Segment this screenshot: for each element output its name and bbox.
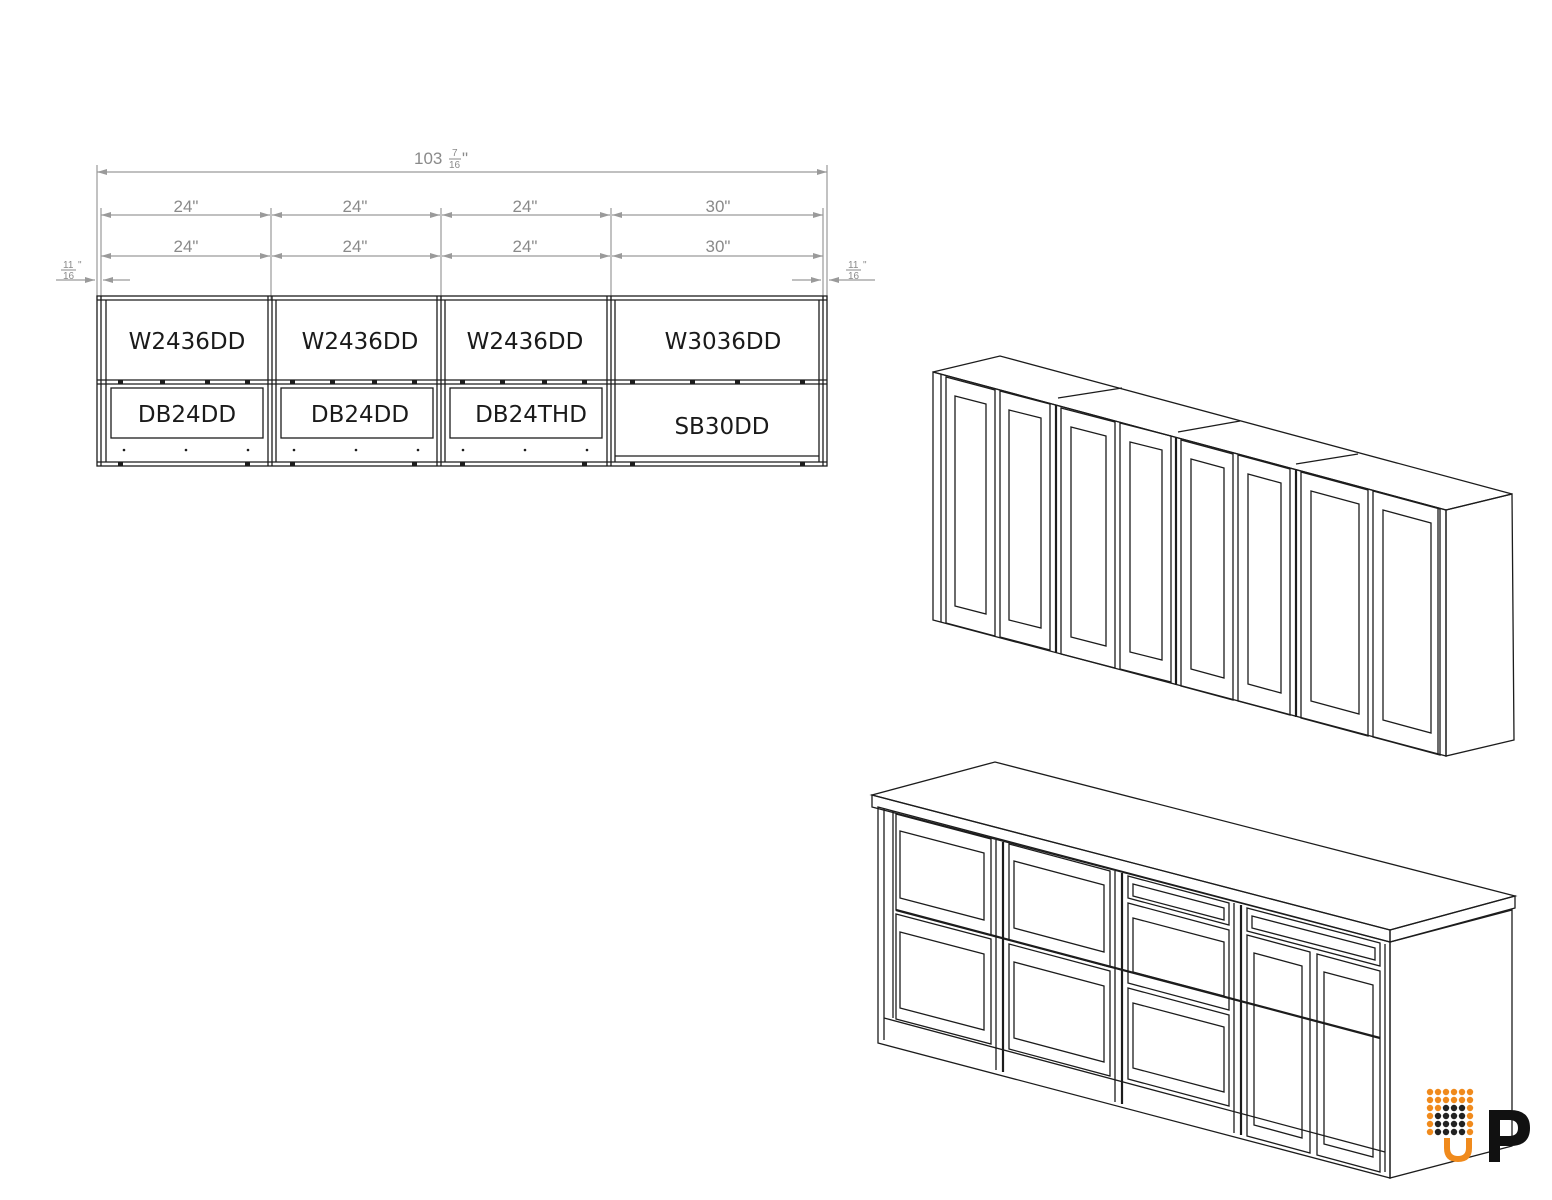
upper-width-4: 30" [706, 197, 731, 216]
isometric-wall-cabinets [932, 355, 1515, 757]
wall-cabinet-label-2: W2436DD [302, 329, 419, 355]
lower-width-dimensions: 24" 24" 24" 30" [100, 208, 824, 300]
lower-width-1: 24" [174, 237, 199, 256]
svg-text:103: 103 [414, 149, 442, 168]
svg-text:": " [78, 260, 82, 271]
base-cabinet-label-3: DB24THD [475, 402, 587, 428]
svg-text:": " [462, 149, 468, 168]
upper-width-dimensions: 24" 24" 24" 30" [101, 197, 823, 218]
wall-cabinet-label-3: W2436DD [467, 329, 584, 355]
left-offset-dimension: 11 16 " [56, 260, 130, 283]
svg-text:": " [863, 260, 867, 271]
isometric-base-cabinets [869, 761, 1518, 1179]
svg-text:7: 7 [452, 148, 458, 159]
lower-width-2: 24" [343, 237, 368, 256]
right-offset-dimension: 11 16 " [792, 260, 875, 283]
upper-width-1: 24" [174, 197, 199, 216]
dimension-block: 103 7 16 " 24" 24" 24" 30" 24" 24" 24" [56, 148, 875, 300]
up-logo [1426, 1088, 1530, 1162]
base-cabinet-label-1: DB24DD [138, 402, 236, 428]
svg-text:16: 16 [63, 271, 75, 282]
base-cabinet-label-2: DB24DD [311, 402, 409, 428]
svg-text:11: 11 [63, 260, 74, 271]
upper-width-3: 24" [513, 197, 538, 216]
overall-dimension-label: 103 7 16 " [414, 148, 468, 171]
base-cabinet-label-4: SB30DD [674, 414, 769, 440]
upper-width-2: 24" [343, 197, 368, 216]
lower-width-3: 24" [513, 237, 538, 256]
logo-dot-grid [1426, 1088, 1474, 1136]
svg-text:16: 16 [449, 160, 461, 171]
wall-cabinet-label-1: W2436DD [129, 329, 246, 355]
wall-cabinet-label-4: W3036DD [665, 329, 782, 355]
lower-width-4: 30" [706, 237, 731, 256]
svg-text:11: 11 [848, 260, 859, 271]
svg-text:16: 16 [848, 271, 860, 282]
front-elevation: W2436DD W2436DD W2436DD W3036DD DB24DD D… [96, 295, 828, 467]
